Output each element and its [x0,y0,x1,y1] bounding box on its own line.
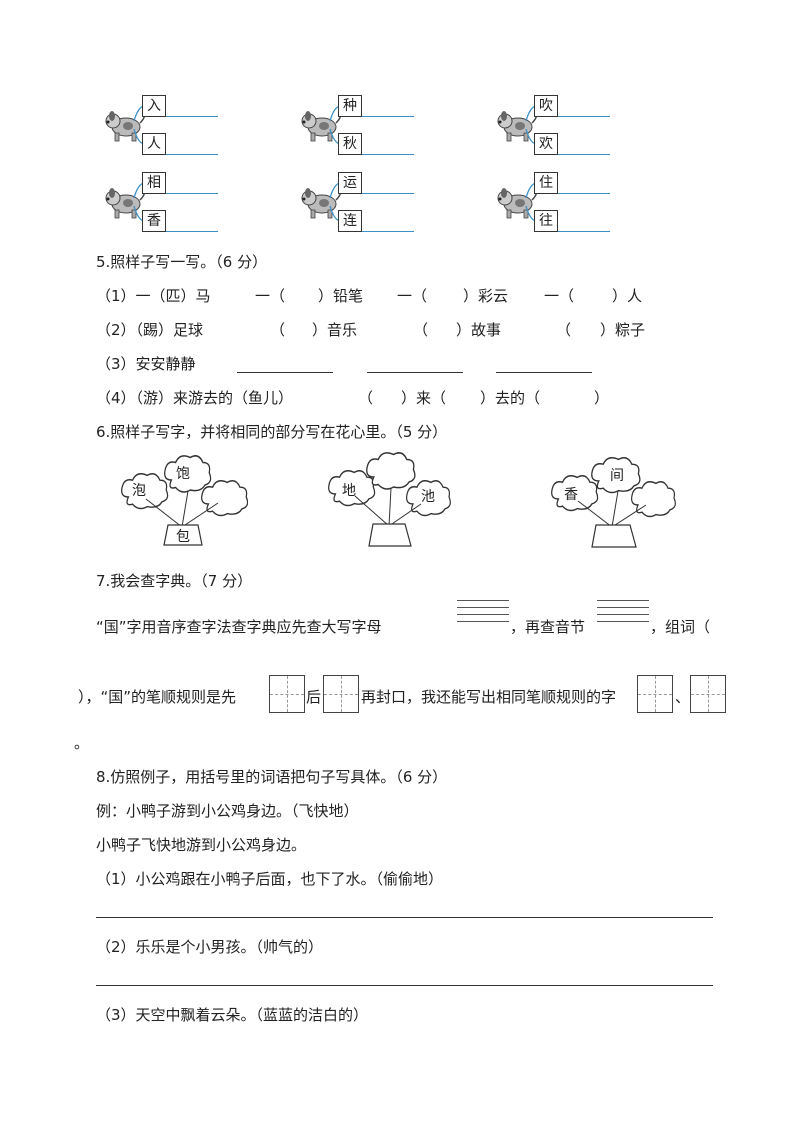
q5-r2-b-open: （ [413,321,429,339]
flower-1-left: 泡 [132,483,146,499]
q5-r4-close: ） [594,389,610,407]
char-box: 香 [142,210,166,232]
q5-r3-blank-3[interactable] [496,372,592,373]
q5-r1-b-close: ）彩云 [463,287,509,305]
q8-example: 例：小鸭子游到小公鸡身边。（飞快地） [96,802,359,820]
char-box: 运 [338,172,362,194]
flower-1 [120,455,248,546]
char-box: 入 [142,95,166,117]
answer-line[interactable] [166,231,218,232]
flower-2 [327,452,452,547]
char-box: 吹 [534,95,558,117]
dog-group: 相香 [100,172,225,236]
dog-group: 运连 [296,172,421,236]
char-box: 相 [142,172,166,194]
q5-r1-c-open: 一（ [544,287,575,305]
answer-line[interactable] [362,116,414,117]
q7-letter-blank[interactable] [457,600,509,622]
q7-grid-3[interactable] [637,675,673,713]
q7-title: 7.我会查字典。（7 分） [96,572,253,590]
char-box: 人 [142,133,166,155]
q7-line2c: 再封口，我还能写出相同笔顺规则的字 [361,688,617,706]
q5-r2-example: （2）（踢）足球 [96,321,204,339]
flower-2-left: 地 [342,483,356,499]
flower-3 [550,457,677,548]
char-box: 连 [338,210,362,232]
answer-line[interactable] [166,193,218,194]
q5-r3-blank-1[interactable] [237,372,333,373]
q7-line2d: 、 [675,688,691,706]
q7-line1b: ，再查音节 [510,618,586,636]
char-box: 住 [534,172,558,194]
answer-line[interactable] [362,231,414,232]
q5-r2-a-open: （ [270,321,286,339]
flower-2-right: 池 [421,489,435,505]
flower-1-top: 饱 [176,466,190,482]
q5-r4-open: （ [358,389,374,407]
q5-r1-a-close: ）铅笔 [318,287,364,305]
answer-line[interactable] [166,154,218,155]
q5-r1-example: （1）一（匹）马 [96,287,211,305]
q8-answer-line-1[interactable] [96,917,713,918]
q7-line3: 。 [74,734,90,752]
q8-sentence-2: （2）乐乐是个小男孩。（帅气的） [96,938,324,956]
flower-1-pot: 包 [176,529,190,545]
q7-syllable-blank[interactable] [597,600,649,622]
q8-sentence-1: （1）小公鸡跟在小鸭子后面，也下了水。（偷偷地） [96,870,444,888]
answer-line[interactable] [166,116,218,117]
q8-sentence-3: （3）天空中飘着云朵。（蓝蓝的洁白的） [96,1006,369,1024]
q5-r4-qude: ）去的（ [480,389,541,407]
q5-r3-blank-2[interactable] [367,372,463,373]
q5-r1-c-close: ）人 [612,287,643,305]
dog-group: 种秋 [296,95,421,159]
q5-r2-a-close: ）音乐 [312,321,358,339]
q6-title: 6.照样子写字，并将相同的部分写在花心里。（5 分） [96,423,448,441]
answer-line[interactable] [362,193,414,194]
q5-title: 5.照样子写一写。（6 分） [96,253,268,271]
answer-line[interactable] [362,154,414,155]
q5-r2-b-close: ）故事 [456,321,502,339]
q7-line2a: ），“国”的笔顺规则是先 [78,688,237,706]
q5-r2-c-open: （ [556,321,572,339]
flower-3-left: 香 [564,487,578,503]
q5-r1-a-open: 一（ [255,287,286,305]
q5-r4-example: （4）（游）来游去的（鱼儿） [96,389,294,407]
char-box: 欢 [534,133,558,155]
q7-line1a: “国”字用音序查字法查字典应先查大写字母 [96,618,382,636]
answer-line[interactable] [558,116,610,117]
q5-r3-example: （3）安安静静 [96,355,196,373]
q7-grid-1[interactable] [269,675,305,713]
q7-grid-2[interactable] [323,675,359,713]
flower-3-top: 间 [610,468,624,484]
q8-title: 8.仿照例子，用括号里的词语把句子写具体。（6 分） [96,768,448,786]
q8-answer-line-2[interactable] [96,985,713,986]
char-box: 种 [338,95,362,117]
q7-line2b: 后 [306,688,322,706]
q5-r4-lai: ）来（ [401,389,447,407]
dog-group: 吹欢 [492,95,617,159]
dog-group: 入人 [100,95,225,159]
q8-answer-example: 小鸭子飞快地游到小公鸡身边。 [96,836,307,854]
dog-group: 住往 [492,172,617,236]
q7-grid-4[interactable] [690,675,726,713]
answer-line[interactable] [558,193,610,194]
q5-r2-c-close: ）粽子 [600,321,646,339]
char-box: 往 [534,210,558,232]
q5-r1-b-open: 一（ [397,287,428,305]
q7-line1c: ，组词（ [650,618,711,636]
answer-line[interactable] [558,231,610,232]
answer-line[interactable] [558,154,610,155]
char-box: 秋 [338,133,362,155]
